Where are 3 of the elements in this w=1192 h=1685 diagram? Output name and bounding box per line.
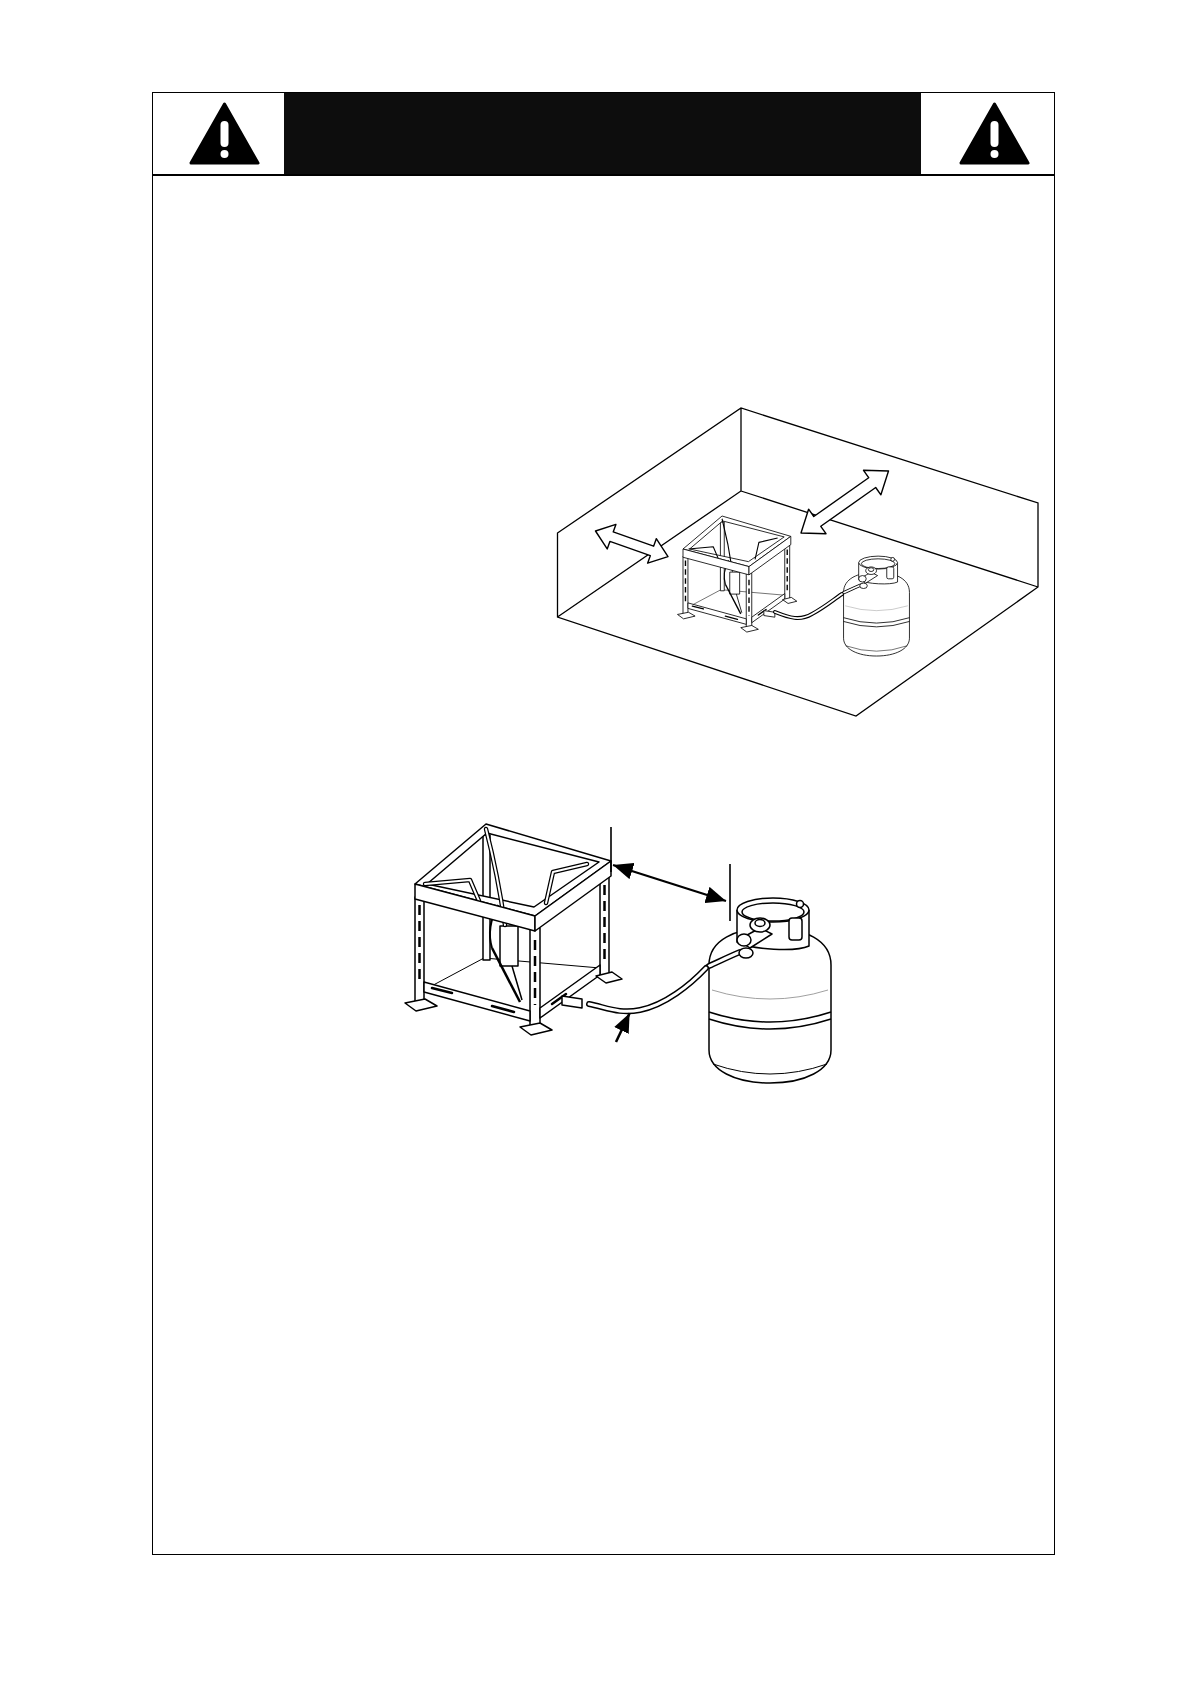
leader-arrow bbox=[614, 1012, 631, 1043]
gas-hose bbox=[586, 965, 709, 1015]
gas-hose bbox=[773, 592, 844, 621]
